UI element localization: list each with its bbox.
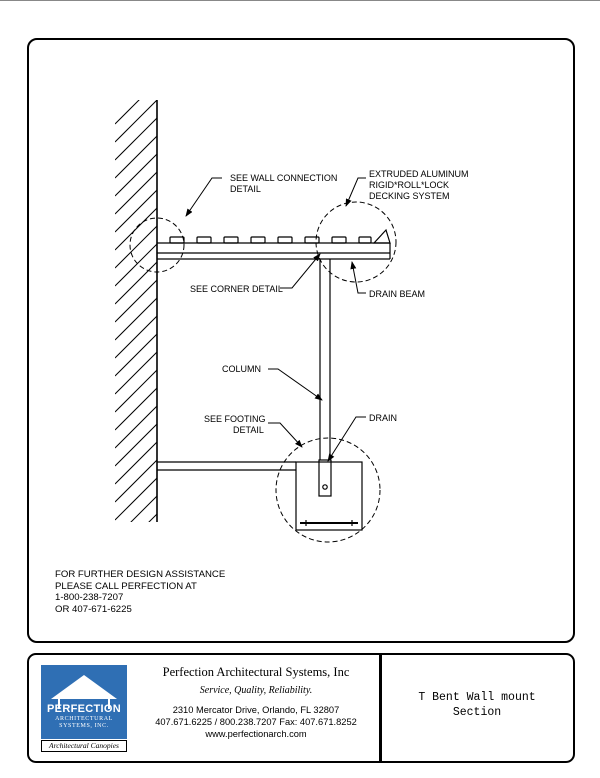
column — [319, 259, 331, 460]
wall-hatch — [115, 100, 157, 522]
company-website[interactable]: www.perfectionarch.com — [205, 729, 307, 739]
leader-drain-beam — [350, 261, 366, 294]
logo-tagline: Architectural Canopies — [41, 740, 127, 752]
sheet-title: T Bent Wall mount Section — [418, 691, 536, 719]
assistance-line: PLEASE CALL PERFECTION AT — [55, 580, 197, 592]
logo-canopy-panel: PERFECTION ARCHITECTURAL SYSTEMS, INC. — [41, 665, 127, 739]
grade-line — [157, 461, 296, 471]
assistance-phone: 1-800-238-7207 — [55, 592, 124, 603]
label-drain: DRAIN — [369, 413, 397, 423]
decking — [157, 228, 391, 260]
label-corner: SEE CORNER DETAIL — [190, 284, 283, 294]
leader-decking — [345, 177, 366, 207]
leader-footing — [268, 422, 303, 448]
assistance-phone: OR 407-671-6225 — [55, 603, 132, 615]
corner-circle — [315, 201, 397, 283]
title-block-company: PERFECTION ARCHITECTURAL SYSTEMS, INC. A… — [27, 653, 381, 763]
drawing-border — [27, 38, 575, 643]
title-block-sheet: T Bent Wall mount Section — [380, 653, 575, 763]
wall-connection-circle — [129, 217, 185, 273]
footing-circle — [275, 437, 381, 543]
assistance-line: FOR FURTHER DESIGN ASSISTANCE — [55, 569, 226, 580]
label-wall-connection-2: DETAIL — [230, 184, 261, 194]
canopy-icon — [51, 675, 117, 709]
label-drain-beam: DRAIN BEAM — [369, 289, 425, 299]
logo-wordmark: PERFECTION — [47, 703, 121, 715]
logo-subtitle: ARCHITECTURAL SYSTEMS, INC. — [55, 716, 113, 729]
company-name: Perfection Architectural Systems, Inc — [162, 665, 350, 679]
label-decking-2: RIGID*ROLL*LOCK — [369, 180, 449, 190]
leader-drain — [327, 416, 366, 462]
design-assistance-note: FOR FURTHER DESIGN ASSISTANCE PLEASE CAL… — [55, 569, 225, 615]
company-address: 2310 Mercator Drive, Orlando, FL 32807 — [172, 705, 340, 715]
leader-corner — [280, 253, 321, 289]
label-decking-1: EXTRUDED ALUMINUM — [369, 169, 469, 179]
label-footing-1: SEE FOOTING — [204, 414, 266, 424]
leader-column — [268, 368, 323, 401]
leader-wall-connection — [185, 177, 222, 217]
company-slogan: Service, Quality, Reliability. — [199, 685, 313, 696]
label-decking-3: DECKING SYSTEM — [369, 191, 450, 201]
label-column: COLUMN — [222, 364, 261, 374]
page-top-rule — [0, 0, 600, 1]
label-wall-connection-1: SEE WALL CONNECTION — [230, 173, 337, 183]
company-phones: 407.671.6225 / 800.238.7207 Fax: 407.671… — [155, 717, 357, 727]
footing — [295, 459, 363, 531]
company-logo: PERFECTION ARCHITECTURAL SYSTEMS, INC. A… — [41, 665, 127, 752]
label-footing-2: DETAIL — [233, 425, 264, 435]
